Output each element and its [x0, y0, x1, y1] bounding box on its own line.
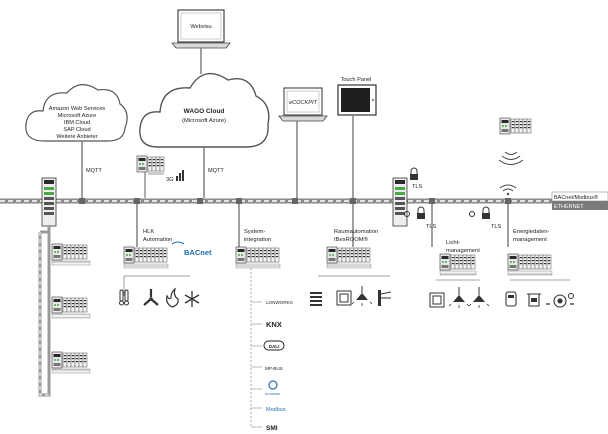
energie-controller	[507, 253, 553, 276]
system-label-line2: integration	[244, 237, 271, 243]
hlk-label-line2: Automation	[143, 237, 172, 243]
protocol-smi: SMI	[266, 425, 278, 432]
tls-label-1: TLS	[412, 184, 423, 190]
licht-field-devices	[429, 279, 490, 308]
3g-label: 3G	[166, 177, 173, 183]
raum-field-devices	[310, 275, 392, 306]
protocol-knx: KNX	[266, 320, 282, 329]
energie-label-line1: Energiedaten-	[513, 229, 549, 235]
switch-left	[41, 177, 57, 227]
raum-label-line1: Raumautomation	[334, 229, 378, 235]
cloud-provider-other: Weitere Anbieter	[56, 134, 97, 140]
mqtt-label-left: MQTT	[86, 168, 102, 174]
field-controller-stack-1	[51, 243, 91, 266]
ring-network	[38, 226, 51, 397]
licht-controller	[439, 253, 477, 276]
cloud-gateway-controller: 3G	[136, 155, 184, 183]
raum-controller	[326, 246, 372, 269]
bacnet-logo: BACnet	[171, 241, 212, 257]
webvisu-label: Webvisu	[190, 24, 211, 30]
gas-meter-icon	[546, 293, 574, 308]
mqtt-label-right: MQTT	[208, 168, 224, 174]
thermometer-icon	[119, 289, 129, 306]
meter-icon	[505, 291, 517, 307]
lamp-icon	[468, 287, 490, 308]
lock-icon	[482, 206, 490, 219]
hlk-field-devices	[119, 275, 200, 308]
field-controller-stack-3	[51, 351, 91, 374]
system-controller	[235, 246, 281, 269]
field-controller-stack-2	[51, 296, 91, 319]
window-contact-icon	[378, 290, 392, 306]
raum-label-line2: IBexROOM®	[334, 236, 369, 243]
cloud-wago: WAGO Cloud (Microsoft Azure)	[139, 72, 270, 148]
tls-label-2: TLS	[426, 224, 437, 230]
lock-icon	[410, 167, 418, 180]
bus-label: BACnet/Modbus® ETHERNET	[551, 191, 608, 210]
ecockpit-label: eCOCKPIT	[289, 100, 318, 106]
hlk-controller	[123, 246, 169, 269]
cloud-provider-aws: Amazon Web Services	[49, 106, 106, 112]
cloud-provider-azure: Microsoft Azure	[58, 113, 97, 119]
ecockpit-laptop: eCOCKPIT	[278, 87, 328, 122]
protocol-dali: DALI	[269, 344, 280, 349]
protocol-modbus: Modbus	[266, 407, 286, 413]
light-switch-icon	[429, 292, 445, 308]
protocol-list: LONWORKS KNX DALI MP-BUS enocean Modbus …	[251, 300, 293, 432]
switch-tls	[392, 177, 408, 227]
protocol-enocean: enocean	[265, 391, 280, 396]
hlk-label-line1: HLK	[143, 229, 154, 235]
cloud-provider-sap: SAP Cloud	[63, 127, 90, 133]
bus-top-label: BACnet/Modbus®	[554, 194, 598, 201]
lock-icon	[417, 206, 425, 219]
wago-cloud-title: WAGO Cloud	[184, 108, 225, 115]
webvisu-laptop: Webvisu	[171, 9, 231, 49]
wireless-controller	[498, 117, 532, 165]
blinds-icon	[310, 292, 322, 306]
bacnet-label: BACnet	[184, 248, 212, 257]
protocol-mpbus: MP-BUS	[265, 366, 283, 371]
cloud-provider-ibm: IBM Cloud	[64, 120, 90, 126]
touch-panel: Touch Panel	[337, 77, 377, 116]
energie-label-line2: management	[513, 237, 547, 243]
key-icon	[404, 211, 475, 217]
snowflake-icon	[184, 291, 200, 307]
wago-cloud-subtitle: (Microsoft Azure)	[182, 118, 226, 124]
backbone-junctions	[79, 198, 511, 204]
touch-panel-label: Touch Panel	[341, 77, 372, 83]
wifi-icon	[499, 184, 517, 196]
water-meter-icon	[527, 293, 541, 307]
fan-icon	[143, 289, 159, 306]
licht-label-line2: management	[446, 248, 480, 254]
licht-label-line1: Licht-	[446, 240, 460, 246]
bus-bottom-label: ETHERNET	[554, 204, 584, 210]
flame-icon	[165, 287, 179, 308]
cloud-third-party: Amazon Web Services Microsoft Azure IBM …	[25, 84, 128, 142]
room-switch-icon	[336, 290, 352, 306]
system-label-line1: System-	[244, 229, 265, 235]
lamp-icon	[351, 286, 373, 306]
lamp-icon	[448, 287, 470, 308]
tls-label-3: TLS	[491, 224, 502, 230]
protocol-lonworks: LONWORKS	[266, 300, 293, 305]
energie-field-devices	[505, 279, 574, 308]
